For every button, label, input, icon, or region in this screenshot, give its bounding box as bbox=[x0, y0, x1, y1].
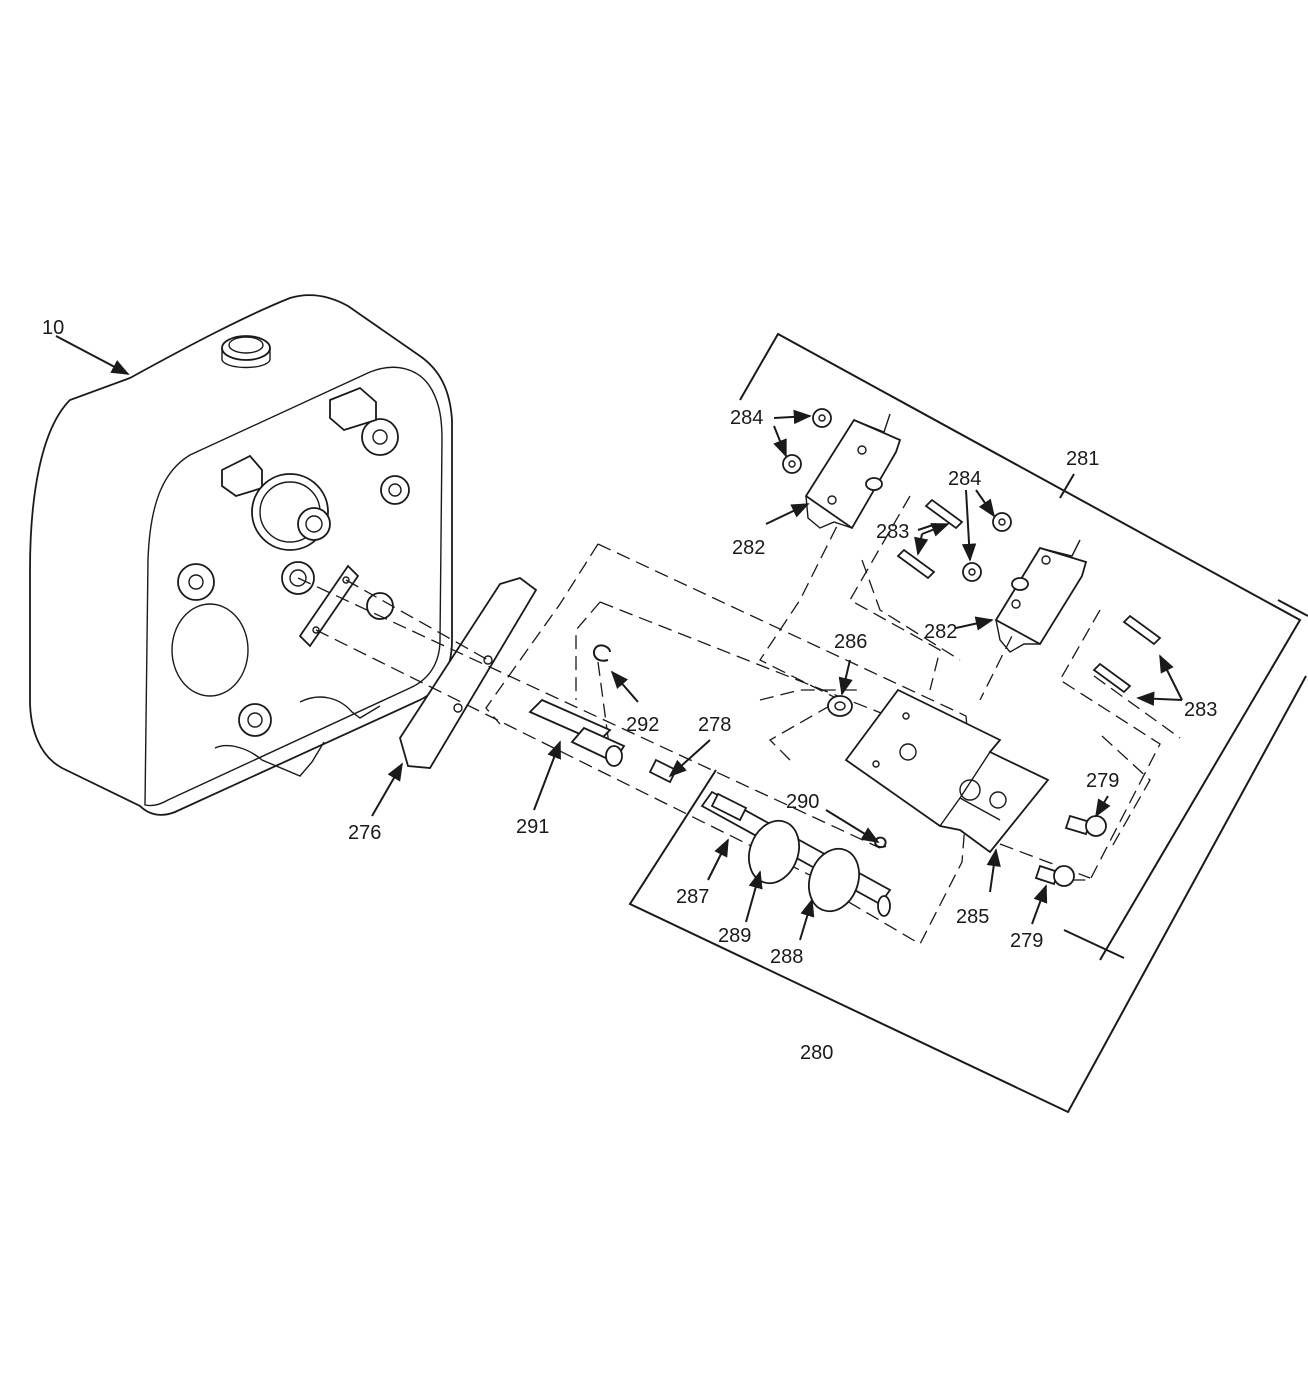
label-283-lower: 283 bbox=[1184, 699, 1217, 721]
label-291: 291 bbox=[516, 816, 549, 838]
switch-282-upper bbox=[782, 408, 902, 530]
label-290: 290 bbox=[786, 791, 819, 813]
label-281: 281 bbox=[1066, 448, 1099, 470]
label-285: 285 bbox=[956, 906, 989, 928]
label-280: 280 bbox=[800, 1042, 833, 1064]
bracket-285 bbox=[844, 688, 1050, 854]
gasket-276 bbox=[399, 577, 538, 769]
label-287: 287 bbox=[676, 886, 709, 908]
label-278: 278 bbox=[698, 714, 731, 736]
retaining-clip-292 bbox=[592, 644, 611, 662]
label-279-upper: 279 bbox=[1086, 770, 1119, 792]
assembly-boundaries bbox=[628, 332, 1308, 1114]
label-279-lower: 279 bbox=[1010, 930, 1043, 952]
label-286: 286 bbox=[834, 631, 867, 653]
label-276: 276 bbox=[348, 822, 381, 844]
switch-282-lower bbox=[962, 512, 1088, 653]
label-292: 292 bbox=[626, 714, 659, 736]
label-288: 288 bbox=[770, 946, 803, 968]
screws-279 bbox=[1034, 814, 1107, 887]
label-283-upper: 283 bbox=[876, 521, 909, 543]
shaft-287-assembly bbox=[700, 790, 892, 917]
housing-cover bbox=[29, 294, 453, 816]
label-284-lower: 284 bbox=[948, 468, 981, 490]
label-284-upper: 284 bbox=[730, 407, 763, 429]
bushing-286 bbox=[827, 695, 853, 717]
part-labels: 10 276 291 292 278 287 289 288 290 286 2… bbox=[42, 317, 1217, 1064]
shaft-291 bbox=[528, 698, 626, 767]
label-289: 289 bbox=[718, 925, 751, 947]
screws-283 bbox=[896, 498, 1162, 694]
label-282-lower: 282 bbox=[924, 621, 957, 643]
label-10: 10 bbox=[42, 317, 64, 339]
spring-278 bbox=[648, 758, 678, 784]
mounting-plate bbox=[298, 564, 360, 648]
leader-arrows bbox=[55, 335, 1183, 941]
label-282-upper: 282 bbox=[732, 537, 765, 559]
